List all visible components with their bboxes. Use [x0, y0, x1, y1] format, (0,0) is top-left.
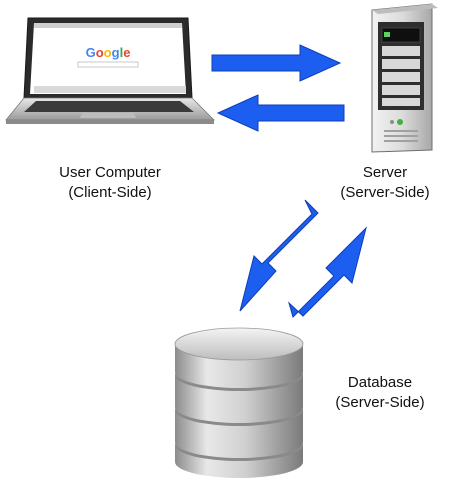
client-label: User Computer (Client-Side) — [25, 163, 195, 203]
client-title: User Computer — [59, 164, 161, 181]
google-logo: Google — [86, 45, 131, 60]
svg-text:Google: Google — [86, 45, 131, 60]
database-label: Database (Server-Side) — [305, 373, 455, 413]
database-cylinder-icon — [174, 327, 304, 478]
arrow-server-to-client — [216, 94, 345, 132]
server-tower-icon — [371, 3, 438, 153]
server-subtitle: (Server-Side) — [340, 184, 430, 201]
server-title: Server — [362, 164, 408, 181]
arrow-client-to-server — [211, 44, 342, 82]
database-subtitle: (Server-Side) — [335, 394, 425, 411]
server-label: Server (Server-Side) — [315, 163, 455, 203]
database-title: Database — [347, 374, 413, 391]
search-box — [77, 61, 139, 68]
arrow-database-to-server — [288, 226, 367, 318]
client-subtitle: (Client-Side) — [68, 184, 152, 201]
arrow-server-to-database — [239, 199, 319, 312]
laptop-icon: Google — [5, 17, 215, 124]
